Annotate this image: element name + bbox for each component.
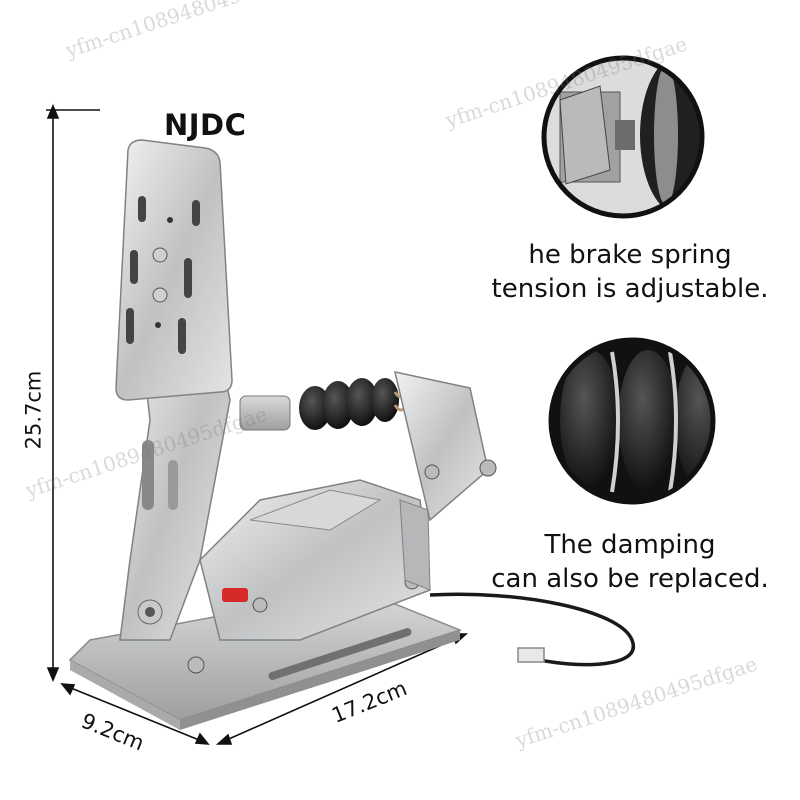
caption-damping-line-2: can also be replaced. [491, 564, 769, 594]
caption-spring-line-1: he brake spring [528, 240, 732, 270]
caption-damping-line-1: The damping [544, 530, 716, 560]
caption-damping: The damping can also be replaced. [470, 528, 790, 596]
base-plate [68, 589, 463, 730]
caption-spring: he brake spring tension is adjustable. [470, 238, 790, 306]
brand-label: NJDC [164, 108, 247, 142]
detail-damping [548, 337, 716, 505]
caption-spring-line-2: tension is adjustable. [491, 274, 769, 304]
pedal-arm [119, 329, 231, 641]
dimension-height: 25.7cm [21, 370, 46, 450]
cable [429, 592, 636, 667]
pedal-plate [115, 139, 233, 401]
mechanism-body [187, 479, 431, 674]
damper-assembly [239, 371, 497, 522]
dimension-lines [46, 103, 469, 745]
